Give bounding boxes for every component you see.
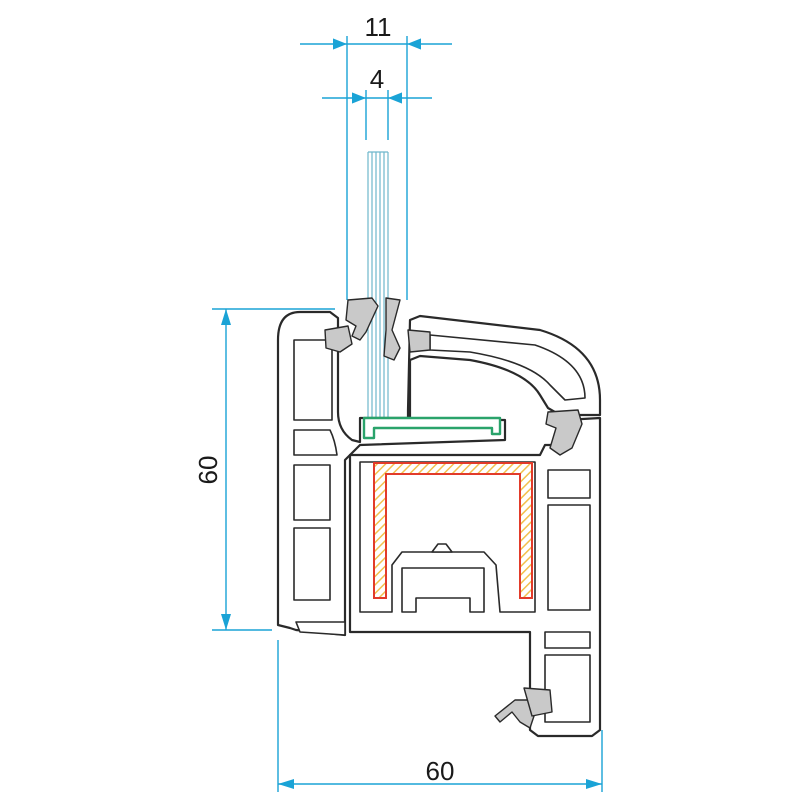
sash-profile: [276, 310, 602, 637]
dimension-frame-height: 60: [193, 308, 335, 631]
glazing-insert: [362, 416, 502, 440]
dimension-label-4: 4: [370, 64, 384, 94]
frame-profile: [295, 416, 602, 738]
glass-pane: [367, 151, 389, 418]
dimension-label-depth-60: 60: [426, 756, 455, 786]
dimension-glass-inner: 4: [322, 64, 432, 140]
steel-reinforcement: [373, 462, 533, 599]
dimension-frame-depth: 60: [277, 640, 603, 792]
dimension-label-11: 11: [365, 12, 392, 42]
dimension-label-height-60: 60: [193, 456, 223, 485]
dimension-glass-width: 11: [300, 12, 452, 300]
gaskets: [324, 297, 583, 729]
